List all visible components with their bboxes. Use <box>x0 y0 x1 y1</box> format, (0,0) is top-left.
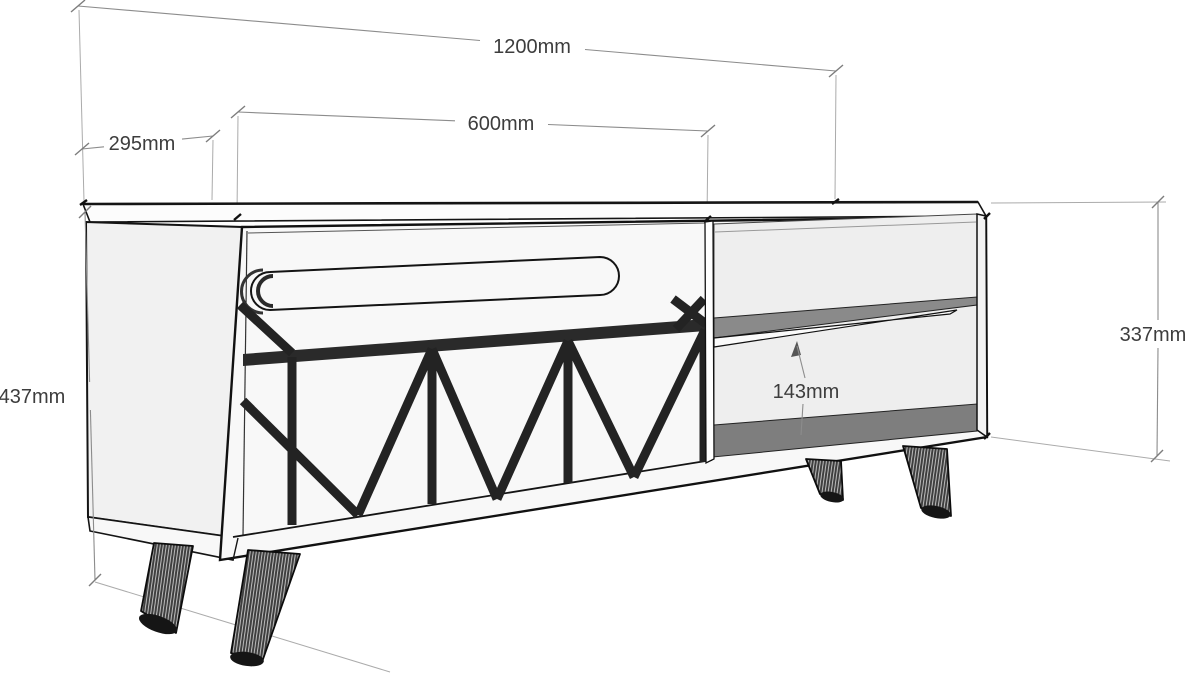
cabinet-right-panel <box>976 213 988 439</box>
dim-label-depth: 295mm <box>109 133 176 155</box>
leg-back-left <box>140 542 194 634</box>
front-left-bottom-corner <box>232 537 239 561</box>
legs <box>139 445 952 667</box>
leg-front-right-foot <box>921 505 951 519</box>
leg-front-right <box>902 445 952 517</box>
door-top-edge <box>247 222 706 234</box>
front-left-corner-edge <box>242 230 248 537</box>
leg-back-right-foot <box>820 491 844 503</box>
dimension-anchors <box>79 198 991 440</box>
door-handle-groove <box>240 255 620 315</box>
cabinet <box>81 200 989 562</box>
dim-label-total-height: 437mm <box>0 386 65 408</box>
leg-front-left <box>230 549 301 663</box>
dimension-total-width: 1200mm <box>70 0 844 78</box>
top-back-edge <box>82 200 979 206</box>
dim-label-shelf-gap: 143mm <box>773 381 840 403</box>
dimension-depth: 295mm <box>74 129 221 156</box>
pattern-top-band <box>243 319 706 366</box>
dimension-total-height: 437mm <box>0 205 102 587</box>
dimension-shelf-gap: 143mm <box>773 341 840 436</box>
leg-front-left-foot <box>230 651 264 667</box>
open-compartment <box>712 213 978 458</box>
dim-label-carcass-height: 337mm <box>1120 324 1187 346</box>
chevron-pattern <box>236 295 710 525</box>
cabinet-left-panel <box>84 220 244 540</box>
dimension-left-section-width: 600mm <box>230 105 716 138</box>
dim-label-left-section-width: 600mm <box>468 113 535 135</box>
dimension-carcass-height: 337mm <box>1120 195 1187 463</box>
leg-back-left-foot <box>139 613 177 635</box>
dim-label-total-width: 1200mm <box>493 36 571 58</box>
top-board-underside-edge <box>714 221 977 233</box>
center-divider <box>704 220 715 465</box>
